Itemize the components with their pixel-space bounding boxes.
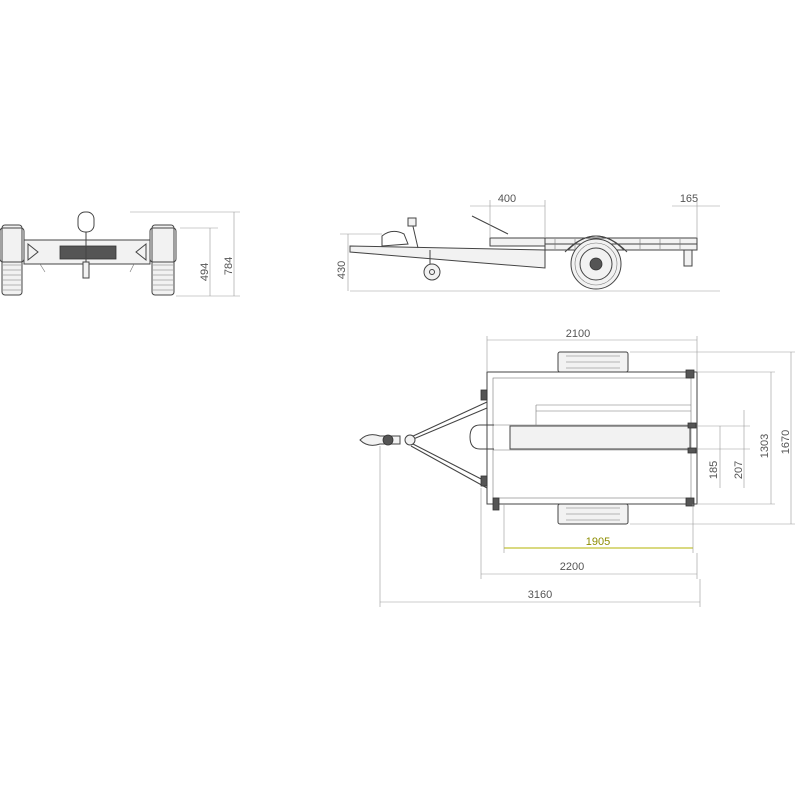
dim-3160-label: 3160: [528, 589, 552, 601]
top-drawbar-upper: [410, 401, 488, 438]
dim-207-label: 207: [733, 461, 745, 479]
front-view: 494 784: [0, 211, 240, 297]
side-rear-light: [683, 249, 693, 267]
dim-1670-label: 1670: [780, 430, 792, 454]
dim-185-label: 185: [708, 461, 720, 479]
front-jockey-handle: [77, 211, 95, 233]
side-view: 400 165 430: [336, 193, 720, 292]
front-left-light: [27, 242, 39, 262]
top-wheel-channel: [509, 425, 691, 450]
dim-165-label: 165: [680, 193, 698, 205]
dim-430-label: 430: [336, 261, 348, 279]
side-jockey-wheel: [423, 263, 441, 281]
front-left-wheel: [1, 224, 23, 296]
side-mudguard: [564, 235, 628, 253]
top-view: 2100 1670 1303 207 185 1905 2200 3160: [359, 328, 795, 607]
top-trailer-body: [486, 371, 698, 505]
dim-2100-label: 2100: [566, 328, 590, 340]
dim-400-label: 400: [498, 193, 516, 205]
top-wheel-chock: [469, 424, 494, 450]
front-right-wheel: [151, 224, 175, 296]
top-coupling: [359, 434, 401, 446]
side-coupling-head: [381, 230, 409, 247]
top-drawbar-lower: [410, 442, 488, 483]
front-right-light: [135, 242, 147, 262]
dim-1303-label: 1303: [759, 434, 771, 458]
dim-494-label: 494: [199, 263, 211, 281]
side-drawbar: [349, 245, 546, 269]
dim-1905-label: 1905: [586, 536, 610, 548]
license-plate: [59, 245, 117, 260]
dim-2200-label: 2200: [560, 561, 584, 573]
dim-784-label: 784: [223, 257, 235, 275]
